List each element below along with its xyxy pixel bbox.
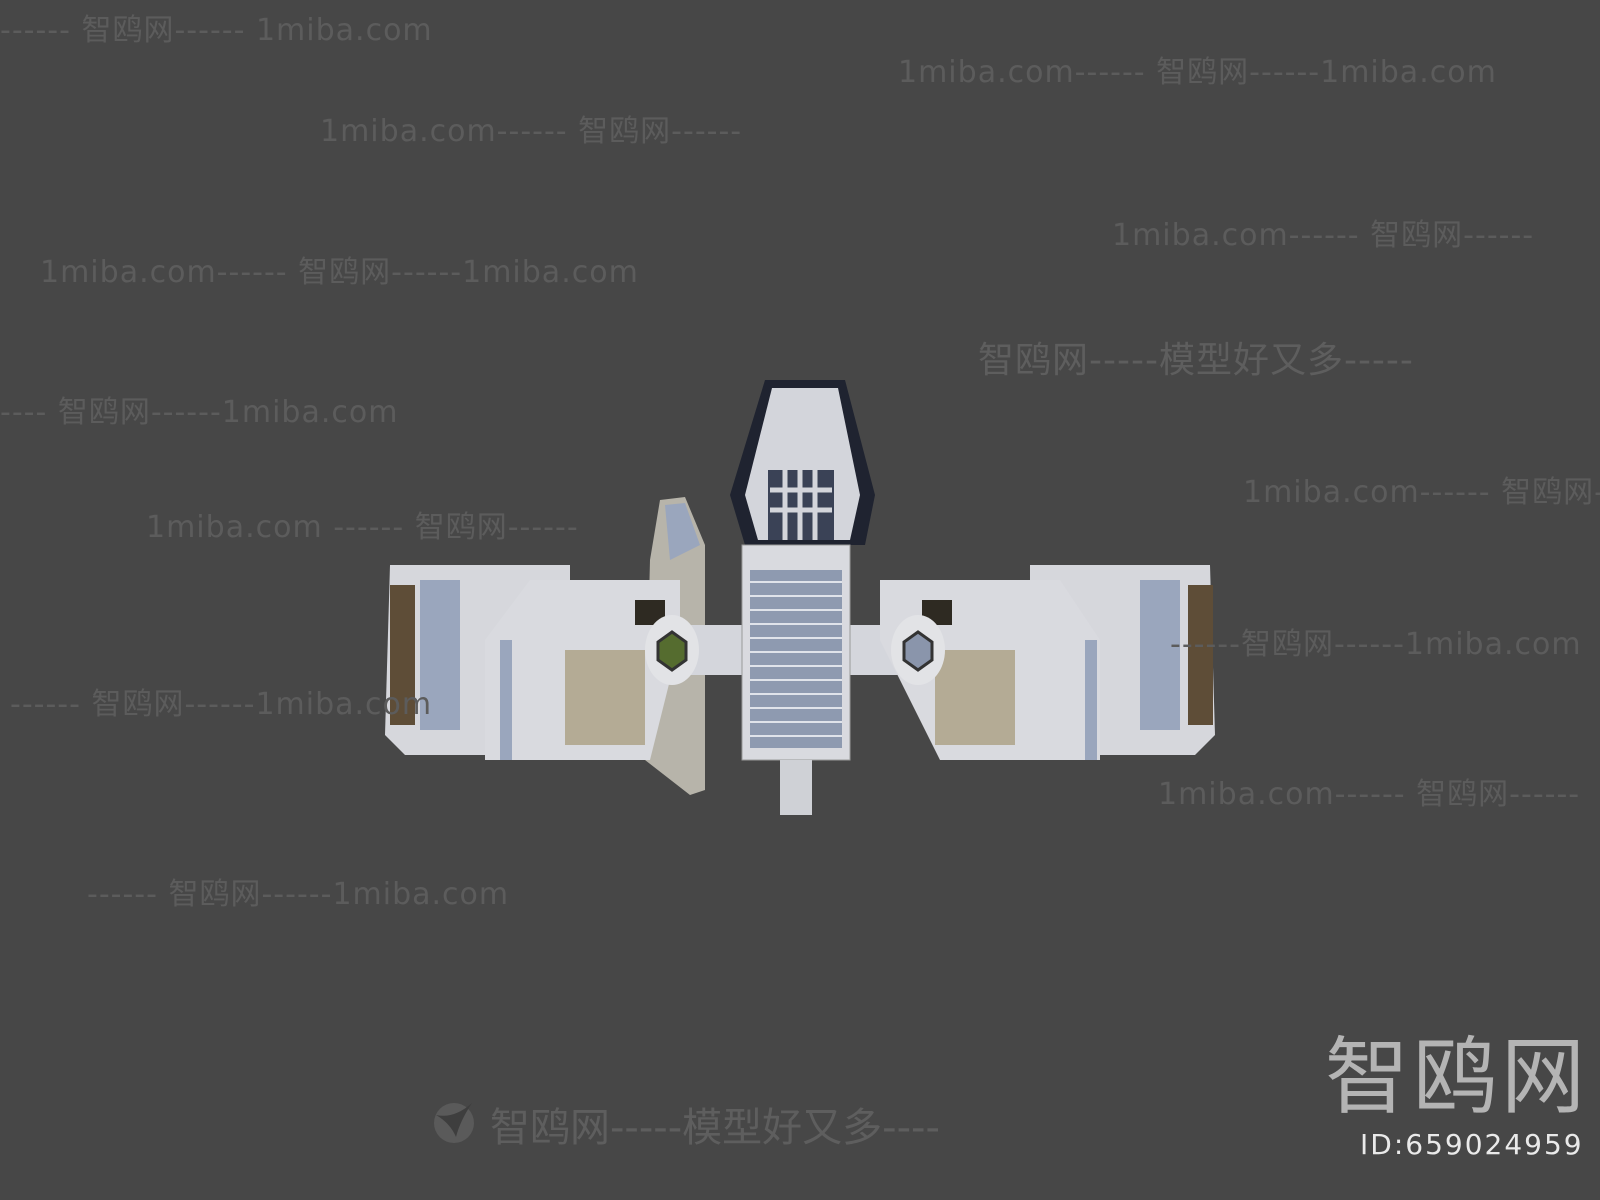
watermark: ------ 智鸥网------1miba.com — [87, 877, 510, 912]
watermark: 1miba.com------ 智鸥网- — [1243, 475, 1600, 510]
watermark: ---- 智鸥网------1miba.com — [0, 395, 399, 430]
left-pod-panel — [420, 580, 460, 730]
watermark: ------ 智鸥网------1miba.com — [10, 687, 433, 722]
bottom-slogan-watermark: 智鸥网-----模型好又多---- — [490, 1105, 940, 1151]
watermark: 1miba.com------ 智鸥网------1miba.com — [898, 55, 1497, 90]
cockpit-frame — [770, 470, 832, 540]
model-id: ID:659024959 — [1360, 1128, 1584, 1161]
watermark: ------ 智鸥网------ 1miba.com — [0, 13, 433, 48]
left-hub-window — [656, 630, 688, 672]
right-pod-panel — [1140, 580, 1180, 730]
left-pod-bay — [565, 650, 645, 745]
watermark: 1miba.com------ 智鸥网------ — [320, 114, 743, 149]
right-pod-stripe — [1085, 640, 1097, 760]
watermark: ------智鸥网------1miba.com — [1170, 627, 1582, 662]
watermark: 智鸥网-----模型好又多----- — [978, 340, 1414, 381]
watermark: 1miba.com------ 智鸥网------ — [1158, 777, 1581, 812]
watermark: 1miba.com ------ 智鸥网------ — [146, 510, 579, 545]
solar-panel — [750, 570, 842, 748]
engine — [780, 760, 812, 815]
left-radiator — [390, 585, 415, 725]
right-radiator — [1188, 585, 1213, 725]
watermark: 1miba.com------ 智鸥网------1miba.com — [40, 255, 639, 290]
bird-logo-icon — [434, 1103, 474, 1143]
right-hub-window — [902, 630, 934, 672]
solar-panel-lines — [750, 581, 842, 737]
left-pod-stripe — [500, 640, 512, 760]
fin-panel — [665, 503, 700, 560]
watermark: 1miba.com------ 智鸥网------ — [1112, 218, 1535, 253]
brand-logo: 智鸥网 — [1325, 1028, 1590, 1126]
right-pod-bay — [935, 650, 1015, 745]
